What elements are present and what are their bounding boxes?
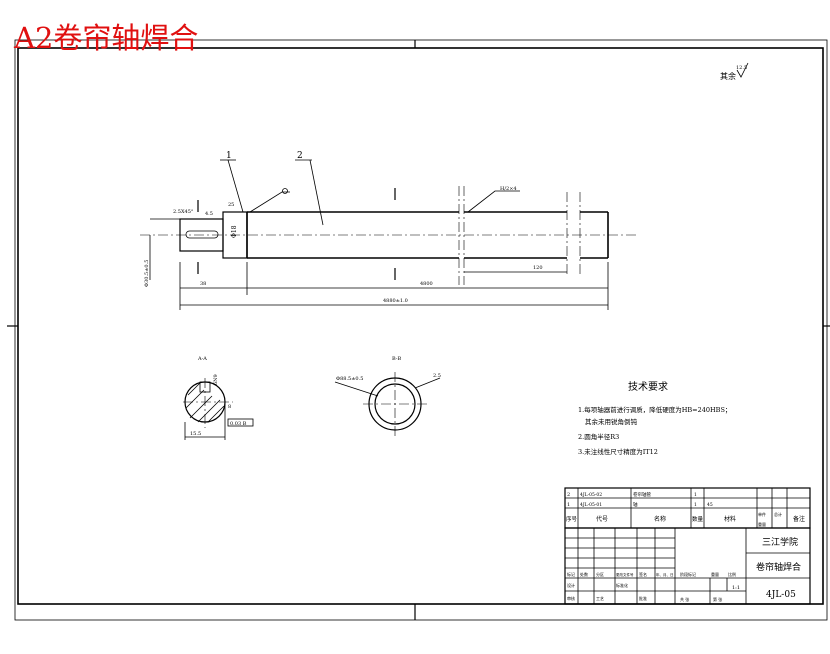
outer-border: [14, 39, 828, 621]
svg-text:4800: 4800: [420, 281, 433, 287]
svg-text:代号: 代号: [596, 515, 608, 523]
svg-text:标准化: 标准化: [616, 582, 628, 588]
svg-text:2.5: 2.5: [433, 373, 441, 379]
drawing-number: 4JL-05: [766, 590, 796, 600]
svg-text:0.03 B: 0.03 B: [230, 421, 247, 427]
svg-text:总计: 总计: [774, 511, 782, 517]
svg-text:材料: 材料: [724, 515, 736, 523]
svg-text:2: 2: [567, 492, 570, 498]
part-name: 卷帘轴焊合: [756, 561, 801, 573]
svg-text:Φ88.5±0.5: Φ88.5±0.5: [336, 376, 363, 382]
roughness-note: 其余: [720, 71, 736, 81]
svg-text:序号: 序号: [566, 515, 578, 523]
title-block: 标记 处数 分区 更改文件号 签名 年、月、日 设计 标准化 审核 工艺 批准 …: [564, 527, 811, 605]
school-name: 三江学院: [762, 536, 798, 548]
svg-text:轴: 轴: [633, 501, 638, 508]
svg-text:4880±1.0: 4880±1.0: [383, 298, 408, 304]
svg-text:38: 38: [200, 281, 206, 287]
svg-text:年、月、日: 年、月、日: [656, 572, 674, 577]
svg-text:Φ18: Φ18: [231, 225, 238, 238]
svg-text:120: 120: [533, 265, 543, 271]
svg-text:1.每项轴器前进行调质，降低硬度为HB=240HBS；: 1.每项轴器前进行调质，降低硬度为HB=240HBS；: [578, 405, 731, 414]
tech-title: 技术要求: [628, 380, 668, 393]
keyway: [185, 230, 219, 239]
svg-text:卷帘轴管: 卷帘轴管: [633, 491, 651, 498]
svg-text:3.未注线性尺寸精度为IT12: 3.未注线性尺寸精度为IT12: [578, 447, 658, 456]
bom-table: 2 4JL-05-02 卷帘轴管 1 1 4JL-05-01 轴 1 45 序号…: [564, 487, 811, 529]
scale-value: 1:1: [732, 585, 740, 591]
svg-text:1: 1: [567, 502, 570, 508]
svg-text:阶段标记: 阶段标记: [680, 571, 696, 577]
leader-part-1: [227, 159, 244, 213]
svg-text:8: 8: [228, 404, 231, 410]
svg-text:共 张: 共 张: [680, 596, 689, 602]
svg-text:Φ30.5±0.5: Φ30.5±0.5: [144, 260, 150, 287]
svg-text:6N9: 6N9: [213, 374, 219, 385]
svg-text:1: 1: [694, 502, 697, 508]
tech-requirements: 技术要求 1.每项轴器前进行调质，降低硬度为HB=240HBS； 其余未用锐角倒…: [578, 380, 731, 456]
weld-leader-2: [467, 190, 520, 213]
part-number-2: 2: [297, 151, 303, 161]
svg-text:重量: 重量: [758, 521, 766, 527]
svg-text:2.5X45°: 2.5X45°: [173, 209, 194, 215]
svg-text:1: 1: [694, 492, 697, 498]
svg-text:4.5: 4.5: [205, 211, 213, 217]
drawing-heading: A2卷帘轴焊合: [13, 21, 198, 55]
svg-text:25: 25: [228, 202, 234, 208]
leader-part-2: [309, 159, 324, 226]
svg-text:签名: 签名: [639, 571, 647, 577]
roughness-icon: 12.5: [736, 62, 749, 78]
svg-text:45: 45: [707, 502, 713, 508]
svg-text:比例: 比例: [728, 571, 736, 577]
svg-text:处数: 处数: [580, 571, 588, 577]
svg-text:标记: 标记: [567, 571, 575, 577]
weld-leader-1: [249, 191, 290, 213]
svg-text:15.5: 15.5: [190, 431, 201, 437]
svg-text:A-A: A-A: [197, 356, 207, 362]
svg-text:名称: 名称: [654, 515, 666, 523]
svg-text:B-B: B-B: [392, 356, 401, 362]
shaft-main-view: [140, 186, 636, 285]
svg-text:设计: 设计: [567, 582, 575, 588]
svg-text:分区: 分区: [596, 571, 604, 577]
section-b-view: B-B Φ88.5±0.5 2.5: [334, 356, 441, 436]
svg-text:其余未用锐角倒钝: 其余未用锐角倒钝: [585, 417, 638, 426]
svg-text:备注: 备注: [793, 515, 805, 523]
svg-text:4JL-05-01: 4JL-05-01: [580, 502, 602, 508]
svg-text:4JL-05-02: 4JL-05-02: [580, 492, 602, 498]
svg-text:数量: 数量: [692, 515, 704, 523]
section-a-view: A-A 15.5 6N9 8 0.03 B: [183, 356, 254, 440]
svg-text:单件: 单件: [758, 511, 766, 517]
dimensions: 2.5X45° 4.5 25 Φ18 Φ30.5±0.5 38 4800 488…: [144, 202, 609, 310]
svg-text:工艺: 工艺: [596, 596, 604, 601]
svg-text:12.5: 12.5: [736, 65, 747, 71]
svg-text:审核: 审核: [567, 595, 575, 601]
svg-text:重量: 重量: [711, 571, 719, 577]
svg-text:更改文件号: 更改文件号: [616, 572, 634, 577]
weld-label: H/2×4: [500, 186, 517, 192]
svg-text:批准: 批准: [639, 595, 647, 601]
svg-text:第 张: 第 张: [713, 596, 722, 602]
part-number-1: 1: [226, 151, 232, 161]
svg-text:2.圆角半径R3: 2.圆角半径R3: [578, 432, 619, 441]
